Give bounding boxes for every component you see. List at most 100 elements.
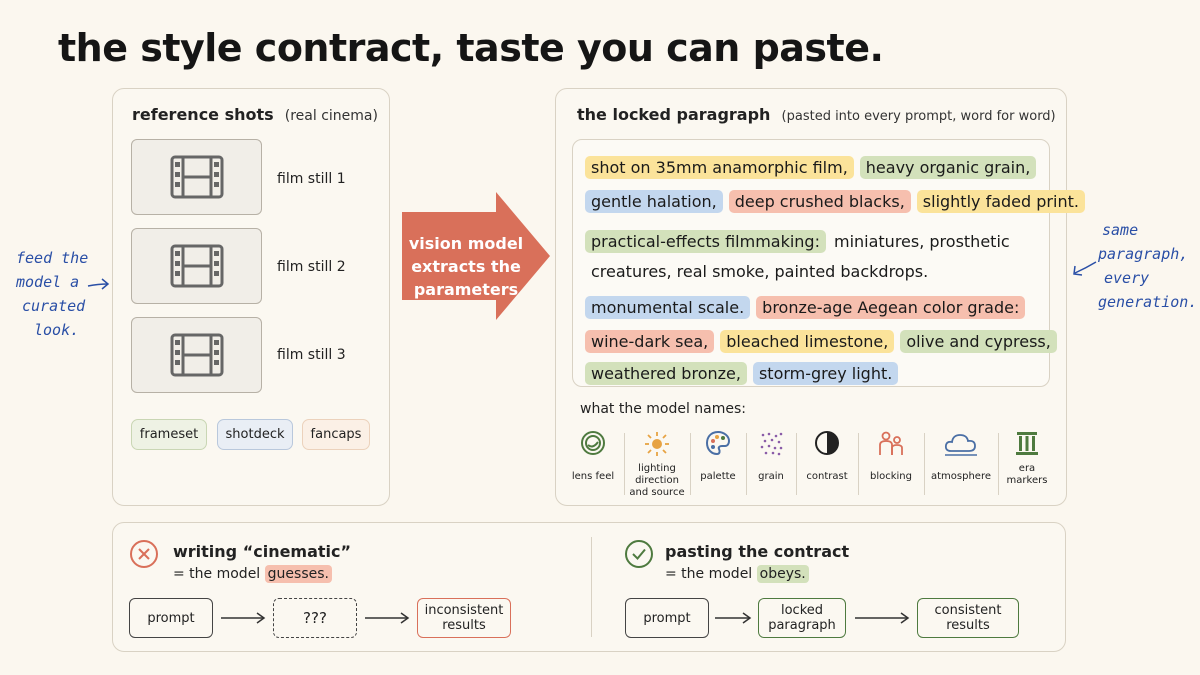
bad-subtext-prefix: = the model xyxy=(173,566,261,582)
name-lighting: lighting direction and source xyxy=(626,429,688,507)
paragraph-line: wine-dark sea, bleached limestone, olive… xyxy=(585,328,1085,354)
left-note-line: feed the xyxy=(16,249,89,267)
film-still-thumbnail[interactable] xyxy=(131,317,262,393)
flow-unknown-box: ??? xyxy=(273,598,357,638)
paragraph-line: shot on 35mm anamorphic film, heavy orga… xyxy=(585,154,1085,180)
reference-shots-subtitle: (real cinema) xyxy=(284,108,378,124)
model-names-row: lens feel lighting direction and source xyxy=(564,429,1060,509)
source-tag-fancaps[interactable]: fancaps xyxy=(302,419,370,450)
name-grain: grain xyxy=(748,429,794,507)
right-note-line: every xyxy=(1104,269,1150,287)
film-still-thumbnail[interactable] xyxy=(131,228,262,304)
model-names-label: what the model names: xyxy=(580,401,747,417)
left-note-line: curated xyxy=(22,297,86,315)
film-still-thumbnail[interactable] xyxy=(131,139,262,215)
param-print: slightly faded print. xyxy=(916,189,1085,213)
param-halation: gentle halation, xyxy=(585,189,723,213)
paragraph-line: weathered bronze, storm-grey light. xyxy=(585,360,1085,386)
divider xyxy=(858,433,859,495)
name-label: lens feel xyxy=(571,471,615,482)
film-strip-icon xyxy=(170,244,223,288)
divider xyxy=(746,433,747,495)
divider xyxy=(796,433,797,495)
right-note-arrow xyxy=(1073,261,1097,276)
param-sea: wine-dark sea, xyxy=(585,329,715,353)
arrow-label: vision model extracts the parameters xyxy=(404,232,528,301)
reference-shots-card: reference shots (real cinema) film still… xyxy=(112,88,390,506)
source-tag-frameset[interactable]: frameset xyxy=(131,419,207,450)
param-scale: monumental scale. xyxy=(585,295,751,319)
param-olive: olive and cypress, xyxy=(900,329,1057,353)
paragraph-line: monumental scale. bronze-age Aegean colo… xyxy=(585,294,1085,320)
page-title: the style contract, taste you can paste. xyxy=(58,26,884,70)
flow-arrow xyxy=(221,612,266,624)
name-palette: palette xyxy=(692,429,744,507)
name-label: lighting direction and source xyxy=(629,463,685,498)
locked-paragraph-title: the locked paragraph xyxy=(577,105,771,124)
name-era-markers: era markers xyxy=(1000,429,1054,507)
arrow-label-line: extracts the xyxy=(411,257,521,276)
name-label: contrast xyxy=(806,471,848,482)
source-tag-shotdeck[interactable]: shotdeck xyxy=(217,419,293,450)
left-note-line: model a xyxy=(16,273,80,291)
good-subtext: = the model obeys. xyxy=(665,565,809,583)
flow-prompt-box: prompt xyxy=(129,598,213,638)
divider xyxy=(624,433,625,495)
check-circle-icon xyxy=(625,540,653,568)
divider xyxy=(591,537,592,637)
locked-paragraph-subtitle: (pasted into every prompt, word for word… xyxy=(781,109,1056,124)
contrast-icon xyxy=(815,431,839,455)
name-label: era markers xyxy=(1006,463,1048,486)
left-note-line: look. xyxy=(34,321,80,339)
film-still-label: film still 3 xyxy=(277,347,346,363)
film-still-label: film still 2 xyxy=(277,259,346,275)
flow-inconsistent-box: inconsistent results xyxy=(417,598,511,638)
name-label: atmosphere xyxy=(931,471,991,482)
name-lens-feel: lens feel xyxy=(564,429,622,507)
flow-locked-paragraph-box: locked paragraph xyxy=(758,598,846,638)
flow-arrow xyxy=(365,612,410,624)
right-note: same paragraph, every generation. xyxy=(1098,218,1198,314)
column-icon xyxy=(1016,432,1038,455)
bad-subtext-mark: guesses. xyxy=(264,565,332,583)
reference-shots-title: reference shots xyxy=(132,105,274,124)
name-contrast: contrast xyxy=(798,429,856,507)
flow-arrow xyxy=(855,612,910,624)
name-atmosphere: atmosphere xyxy=(926,429,996,507)
flow-prompt-box: prompt xyxy=(625,598,709,638)
param-limestone: bleached limestone, xyxy=(720,329,895,353)
name-blocking: blocking xyxy=(860,429,922,507)
locked-paragraph-card: the locked paragraph (pasted into every … xyxy=(555,88,1085,509)
flow-consistent-box: consistent results xyxy=(917,598,1019,638)
param-blacks: deep crushed blacks, xyxy=(728,189,911,213)
name-label: palette xyxy=(700,471,736,482)
param-grain: heavy organic grain, xyxy=(859,155,1037,179)
good-subtext-prefix: = the model xyxy=(665,566,753,582)
name-label: blocking xyxy=(870,471,912,482)
paragraph-line: creatures, real smoke, painted backdrops… xyxy=(585,258,1085,284)
comparison-card: writing “cinematic” = the model guesses.… xyxy=(112,522,1066,652)
lens-icon xyxy=(581,431,605,455)
left-note: feed the model a curated look. xyxy=(16,246,108,342)
grain-icon xyxy=(760,432,783,456)
bad-subtext: = the model guesses. xyxy=(173,565,332,583)
extract-arrow xyxy=(402,192,550,320)
param-color-grade: bronze-age Aegean color grade: xyxy=(756,295,1026,319)
divider xyxy=(924,433,925,495)
paragraph-text: shot on 35mm anamorphic film, heavy orga… xyxy=(585,154,1085,386)
param-bronze: weathered bronze, xyxy=(585,361,747,385)
x-circle-icon xyxy=(130,540,158,568)
paragraph-line: gentle halation, deep crushed blacks, sl… xyxy=(585,188,1085,214)
cloud-icon xyxy=(944,434,977,456)
right-note-line: paragraph, xyxy=(1098,245,1189,263)
param-practical-details-cont: creatures, real smoke, painted backdrops… xyxy=(591,261,929,281)
arrow-label-line: parameters xyxy=(413,280,519,299)
left-note-arrow xyxy=(87,278,110,290)
name-label: grain xyxy=(758,471,784,482)
film-strip-icon xyxy=(170,155,223,199)
paragraph-box: shot on 35mm anamorphic film, heavy orga… xyxy=(572,139,1085,387)
divider xyxy=(998,433,999,495)
param-practical-effects: practical-effects filmmaking: xyxy=(585,229,826,253)
param-light: storm-grey light. xyxy=(752,361,899,385)
param-practical-details: miniatures, prosthetic xyxy=(833,231,1010,251)
